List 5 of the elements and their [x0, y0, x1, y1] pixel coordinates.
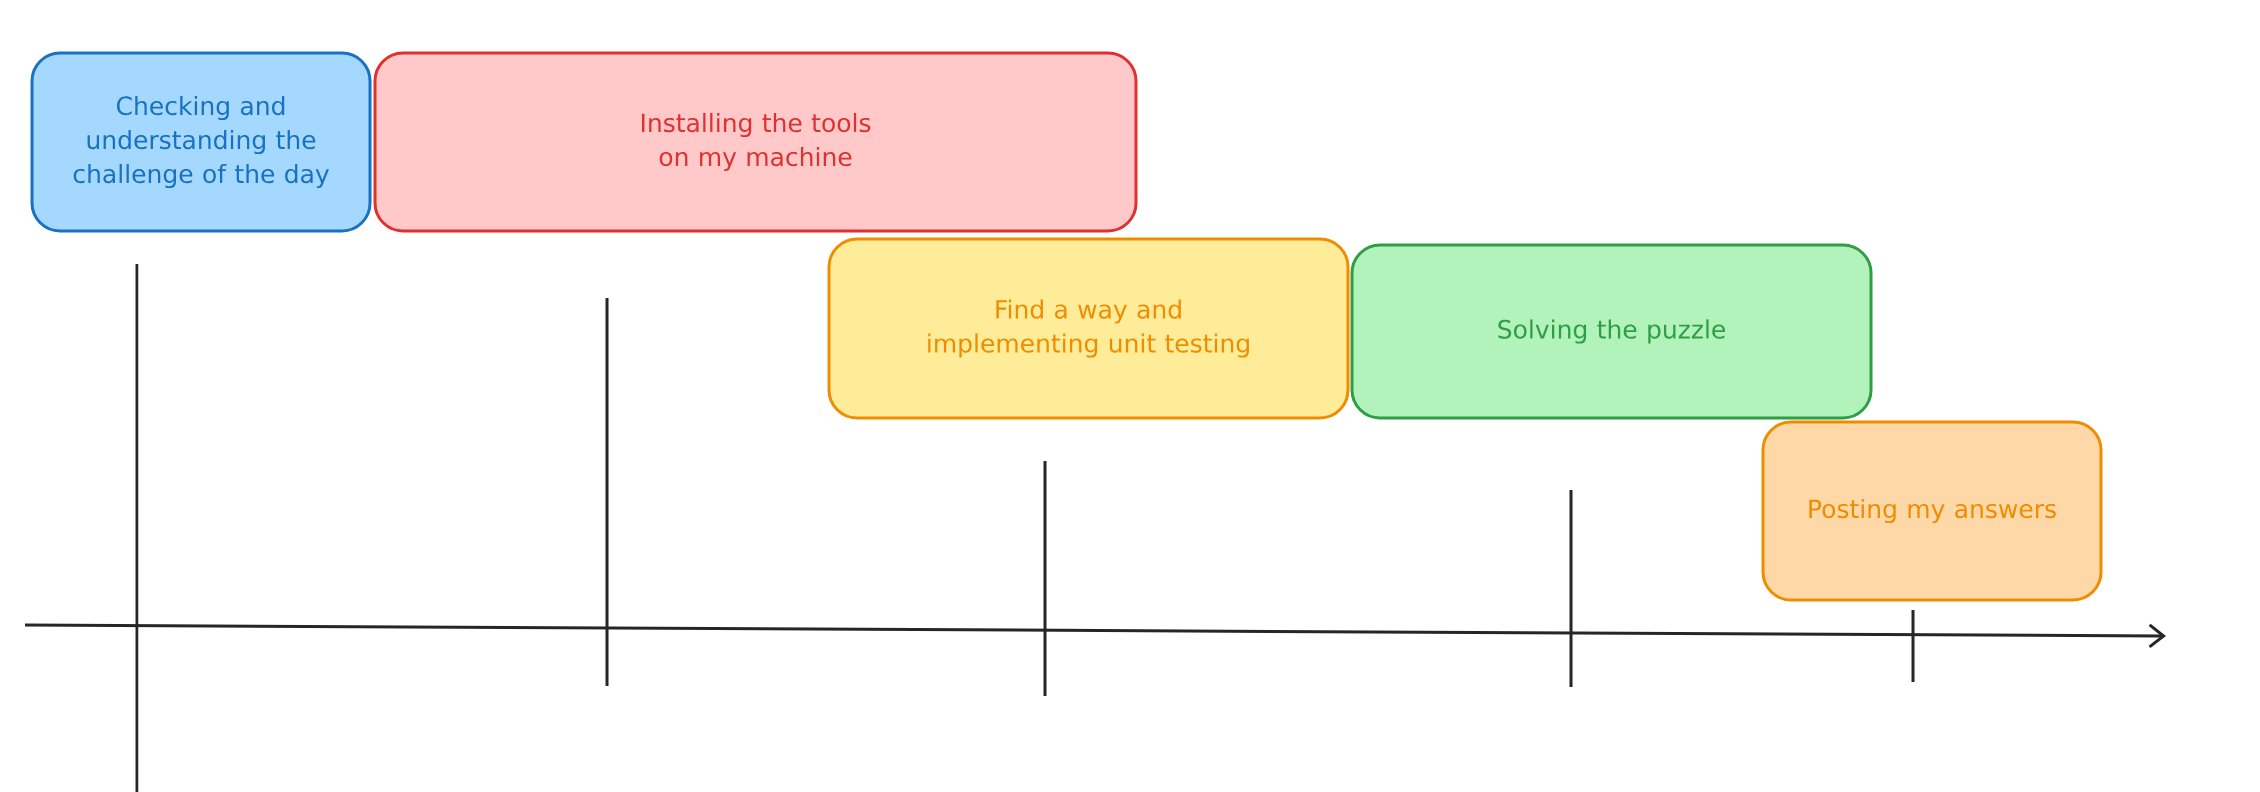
task-box: Find a way and implementing unit testing: [827, 237, 1350, 420]
task-box: Installing the tools on my machine: [373, 51, 1138, 233]
task-box: Posting my answers: [1761, 420, 2103, 602]
task-box: Checking and understanding the challenge of the day: [30, 51, 372, 233]
task-box: Solving the puzzle: [1350, 243, 1873, 420]
